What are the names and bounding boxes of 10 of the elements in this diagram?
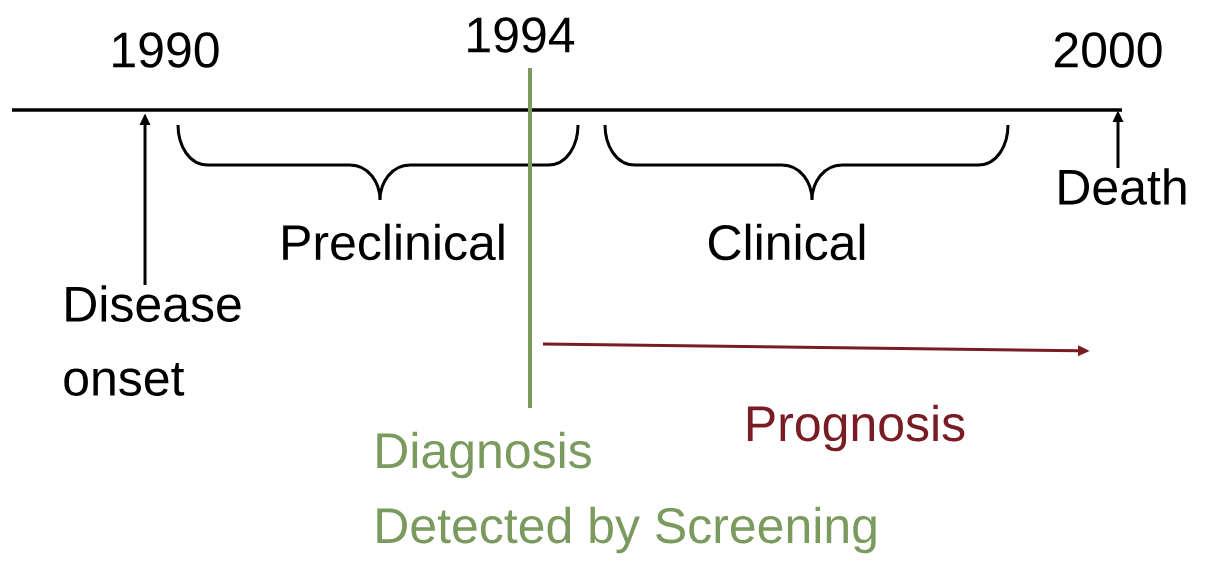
diagnosis-label: Detected by Screening	[377, 506, 876, 554]
timeline-label: Death	[1059, 168, 1186, 205]
timeline-label: Disease onset	[64, 285, 241, 396]
prognosis-label: Prognosis	[747, 404, 965, 452]
year-label: 1994	[468, 17, 575, 53]
phase-label: Clinical	[708, 223, 865, 261]
diagnosis-label: Diagnosis	[377, 431, 591, 479]
year-label: 2000	[1054, 32, 1162, 68]
phase-label: Preclinical	[283, 223, 504, 261]
year-label: 1990	[113, 32, 219, 68]
